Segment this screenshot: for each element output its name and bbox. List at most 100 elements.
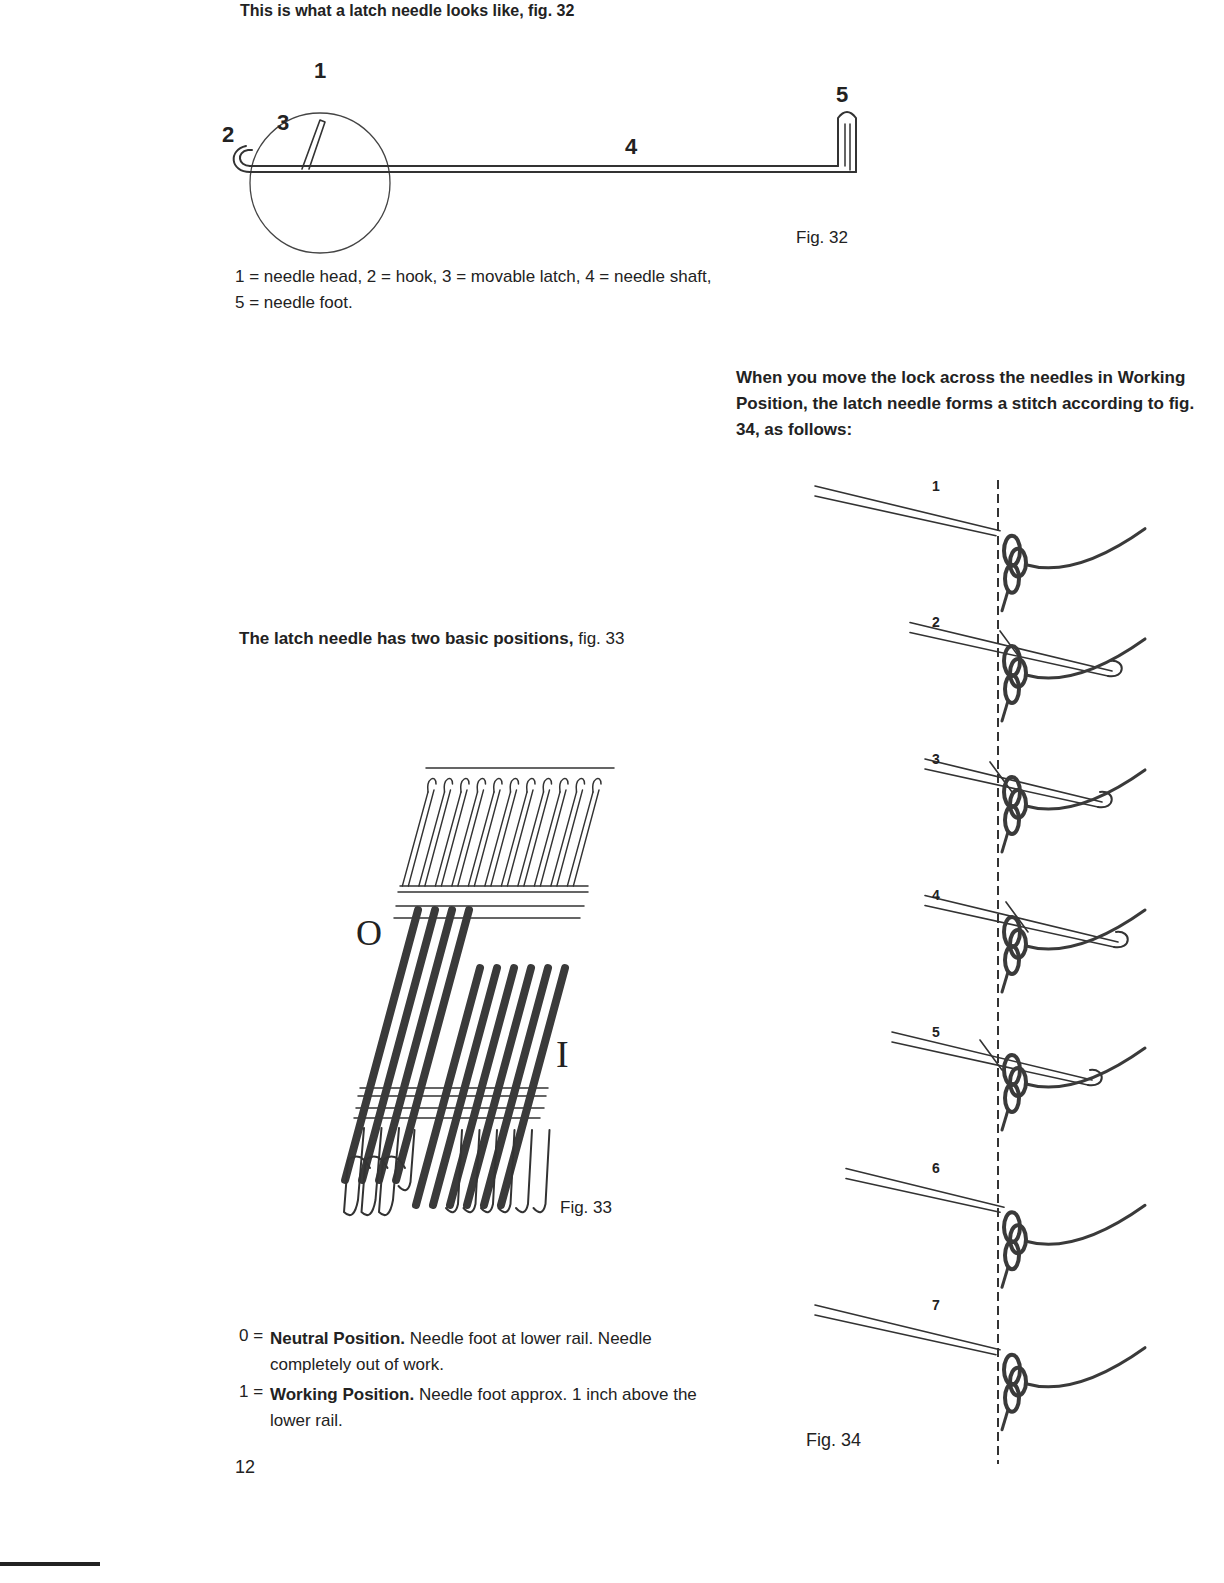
needle-foot-hook bbox=[362, 1128, 388, 1215]
needle-foot-hook bbox=[446, 1130, 462, 1212]
step-number: 4 bbox=[932, 887, 940, 904]
needle-foot-hook bbox=[534, 1130, 550, 1212]
yarn-tail bbox=[1002, 591, 1008, 611]
needle-hook bbox=[240, 150, 252, 166]
step-number: 5 bbox=[932, 1024, 940, 1041]
yarn-loop bbox=[1005, 565, 1019, 593]
needle-neutral bbox=[379, 910, 452, 1180]
needle-top bbox=[524, 790, 550, 886]
needle-foot bbox=[845, 124, 850, 170]
needle-shaft bbox=[250, 171, 856, 173]
needle-top bbox=[491, 790, 517, 886]
rail bbox=[396, 905, 584, 907]
needle-working bbox=[416, 968, 480, 1205]
needle-top bbox=[474, 790, 500, 886]
callout-number: 2 bbox=[222, 122, 234, 148]
needle-top bbox=[485, 792, 511, 886]
yarn-loop bbox=[1005, 1384, 1019, 1412]
position-key: 0 = bbox=[239, 1326, 263, 1346]
yarn-tail bbox=[1002, 1410, 1008, 1430]
position-mark: O bbox=[356, 912, 382, 955]
yarn bbox=[1026, 1048, 1145, 1087]
needle-outline bbox=[815, 486, 1000, 531]
needle-working bbox=[433, 968, 497, 1205]
needle-working bbox=[501, 968, 565, 1205]
figure-label: Fig. 32 bbox=[796, 228, 848, 248]
needle-hook bbox=[477, 778, 485, 792]
yarn-tail bbox=[1002, 832, 1008, 852]
detail-circle bbox=[250, 113, 390, 253]
yarn-tail bbox=[1002, 972, 1008, 992]
position-name: Working Position. bbox=[270, 1385, 414, 1404]
needle-top bbox=[468, 792, 494, 886]
needle-foot-hook bbox=[481, 1130, 497, 1212]
yarn bbox=[1026, 1205, 1145, 1244]
needle-outline bbox=[815, 1315, 996, 1355]
yarn-tail bbox=[1002, 1267, 1008, 1287]
needle-hook bbox=[510, 778, 518, 792]
needle-outline bbox=[846, 1179, 1000, 1213]
figure-label: Fig. 34 bbox=[806, 1430, 861, 1452]
text-line: Neutral Position.Needle foot at lower ra… bbox=[270, 1326, 710, 1378]
needle-top bbox=[507, 790, 533, 886]
step-number: 1 bbox=[932, 478, 940, 495]
figure-reference: fig. 33 bbox=[578, 629, 624, 648]
callout-number: 4 bbox=[625, 134, 637, 160]
needle-outline bbox=[846, 1169, 1004, 1208]
needle-top bbox=[419, 792, 445, 886]
reference-line bbox=[997, 480, 999, 1464]
needle-hook bbox=[234, 146, 250, 172]
needle-outline bbox=[815, 496, 996, 536]
needle-top bbox=[567, 792, 593, 886]
yarn-loop bbox=[1005, 1084, 1019, 1112]
needle-hook bbox=[1108, 661, 1122, 676]
needle-working bbox=[484, 968, 548, 1205]
needle-foot-hook bbox=[499, 1130, 515, 1212]
needle-hook bbox=[527, 778, 535, 792]
needle-foot-hook bbox=[399, 1130, 415, 1190]
rail bbox=[426, 767, 614, 769]
needle-foot bbox=[838, 112, 856, 172]
yarn-tail bbox=[1002, 701, 1008, 721]
needle-hook bbox=[593, 778, 601, 792]
callout-number: 3 bbox=[277, 110, 289, 136]
step-number: 7 bbox=[932, 1297, 940, 1314]
title: This is what a latch needle looks like, … bbox=[240, 1, 574, 20]
needle-latch bbox=[302, 120, 325, 169]
needle-hook bbox=[461, 778, 469, 792]
yarn bbox=[1026, 910, 1145, 949]
yarn bbox=[1026, 1348, 1145, 1387]
page-number: 12 bbox=[235, 1457, 255, 1479]
needle-top bbox=[573, 790, 599, 886]
yarn bbox=[1026, 529, 1145, 568]
position-key: 1 = bbox=[239, 1382, 263, 1402]
callout-number: 1 bbox=[314, 58, 326, 84]
needle-outline bbox=[815, 1305, 1000, 1350]
yarn-loop bbox=[1005, 1241, 1019, 1269]
needle-top bbox=[557, 790, 583, 886]
needle-top bbox=[534, 792, 560, 886]
needle-top bbox=[425, 790, 451, 886]
step-number: 6 bbox=[932, 1160, 940, 1177]
yarn bbox=[1026, 639, 1145, 678]
text-line: The latch needle has two basic positions… bbox=[239, 626, 759, 652]
needle-hook bbox=[576, 778, 584, 792]
rail bbox=[398, 891, 588, 893]
position-mark: I bbox=[556, 1032, 569, 1078]
needle-foot-hook bbox=[344, 1128, 370, 1215]
needle-outline bbox=[892, 1032, 1092, 1080]
needle-top bbox=[408, 790, 434, 886]
needle-top bbox=[540, 790, 566, 886]
needle-hook bbox=[428, 778, 436, 792]
needle-top bbox=[441, 790, 467, 886]
rail bbox=[400, 885, 588, 887]
yarn-loop bbox=[1005, 675, 1019, 703]
yarn bbox=[1026, 770, 1145, 809]
yarn-tail bbox=[1002, 1110, 1008, 1130]
needle-top bbox=[458, 790, 484, 886]
page-edge-mark bbox=[0, 1562, 100, 1566]
yarn-loop bbox=[1005, 806, 1019, 834]
text-line: Working Position.Needle foot approx. 1 i… bbox=[270, 1382, 710, 1434]
needle-foot-hook bbox=[379, 1128, 405, 1215]
needle-hook bbox=[444, 778, 452, 792]
